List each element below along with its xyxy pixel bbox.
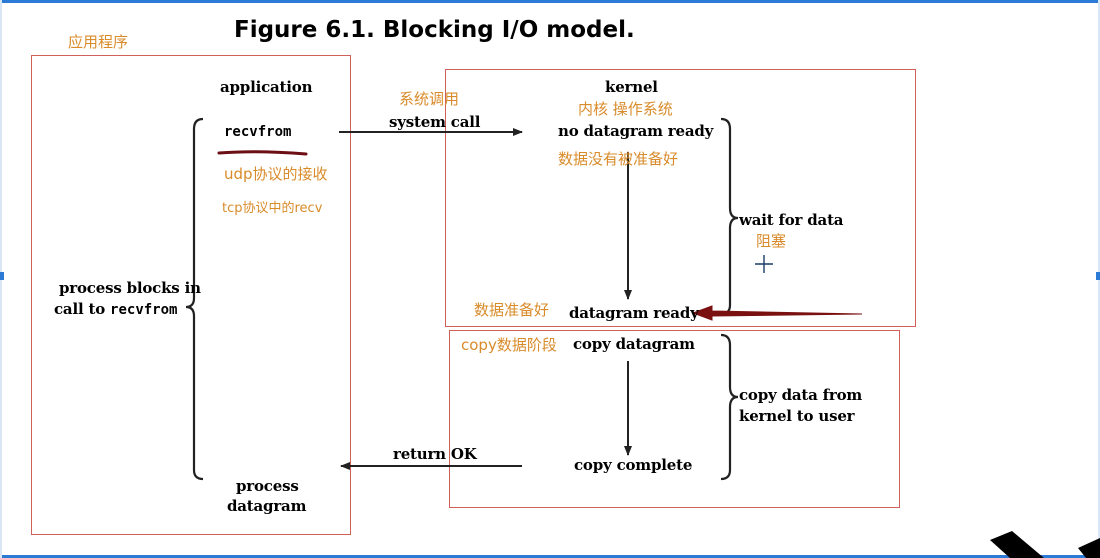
block-annotation: 阻塞 bbox=[756, 232, 787, 250]
copy-brace bbox=[720, 333, 739, 481]
application-brace bbox=[185, 117, 204, 481]
resize-handle-right[interactable] bbox=[1096, 272, 1100, 280]
process-blocks-line1: process blocks in bbox=[59, 279, 201, 297]
copy-complete: copy complete bbox=[574, 456, 693, 474]
syscall-annotation: 系统调用 bbox=[399, 90, 460, 108]
window-bottom-border bbox=[0, 555, 1100, 558]
udp-annotation: udp协议的接收 bbox=[224, 165, 328, 183]
recvfrom-call: recvfrom bbox=[224, 124, 292, 140]
copy-data-line1: copy data from bbox=[739, 386, 863, 404]
process-blocks-line2-code: recvfrom bbox=[110, 302, 178, 318]
datagram-ready-pointer bbox=[691, 305, 863, 321]
system-call-label: system call bbox=[389, 113, 481, 131]
crosshair-cursor-icon bbox=[755, 255, 773, 273]
recvfrom-underline bbox=[217, 150, 308, 156]
not-ready-annotation: 数据没有被准备好 bbox=[558, 150, 679, 168]
process-line2: datagram bbox=[227, 497, 307, 515]
wait-for-data: wait for data bbox=[739, 211, 844, 229]
tcp-annotation: tcp协议中的recv bbox=[222, 201, 323, 216]
kernel-annotation: 内核 操作系统 bbox=[578, 100, 673, 118]
figure-title: Figure 6.1. Blocking I/O model. bbox=[234, 17, 635, 43]
wait-brace bbox=[720, 117, 739, 316]
no-datagram-ready: no datagram ready bbox=[558, 122, 714, 140]
process-blocks-line2: call to recvfrom bbox=[54, 302, 177, 318]
ready-annotation: 数据准备好 bbox=[474, 301, 550, 319]
app-box-annotation: 应用程序 bbox=[68, 33, 129, 51]
copy-phase-annotation: copy数据阶段 bbox=[461, 336, 557, 354]
return-ok-label: return OK bbox=[393, 445, 477, 463]
process-blocks-line2-prefix: call to bbox=[54, 300, 111, 318]
copy-phase-highlight-box bbox=[449, 330, 900, 508]
copy-data-line2: kernel to user bbox=[739, 407, 855, 425]
process-line1: process bbox=[236, 477, 299, 495]
wait-phase-highlight-box bbox=[445, 69, 916, 327]
resize-handle-left[interactable] bbox=[0, 272, 4, 280]
copy-datagram: copy datagram bbox=[573, 335, 695, 353]
window-top-border bbox=[0, 0, 1100, 3]
corner-black-shape bbox=[990, 531, 1044, 558]
datagram-ready: datagram ready bbox=[569, 304, 699, 322]
application-highlight-box bbox=[31, 55, 351, 535]
application-heading: application bbox=[220, 78, 313, 96]
kernel-heading: kernel bbox=[605, 78, 658, 96]
